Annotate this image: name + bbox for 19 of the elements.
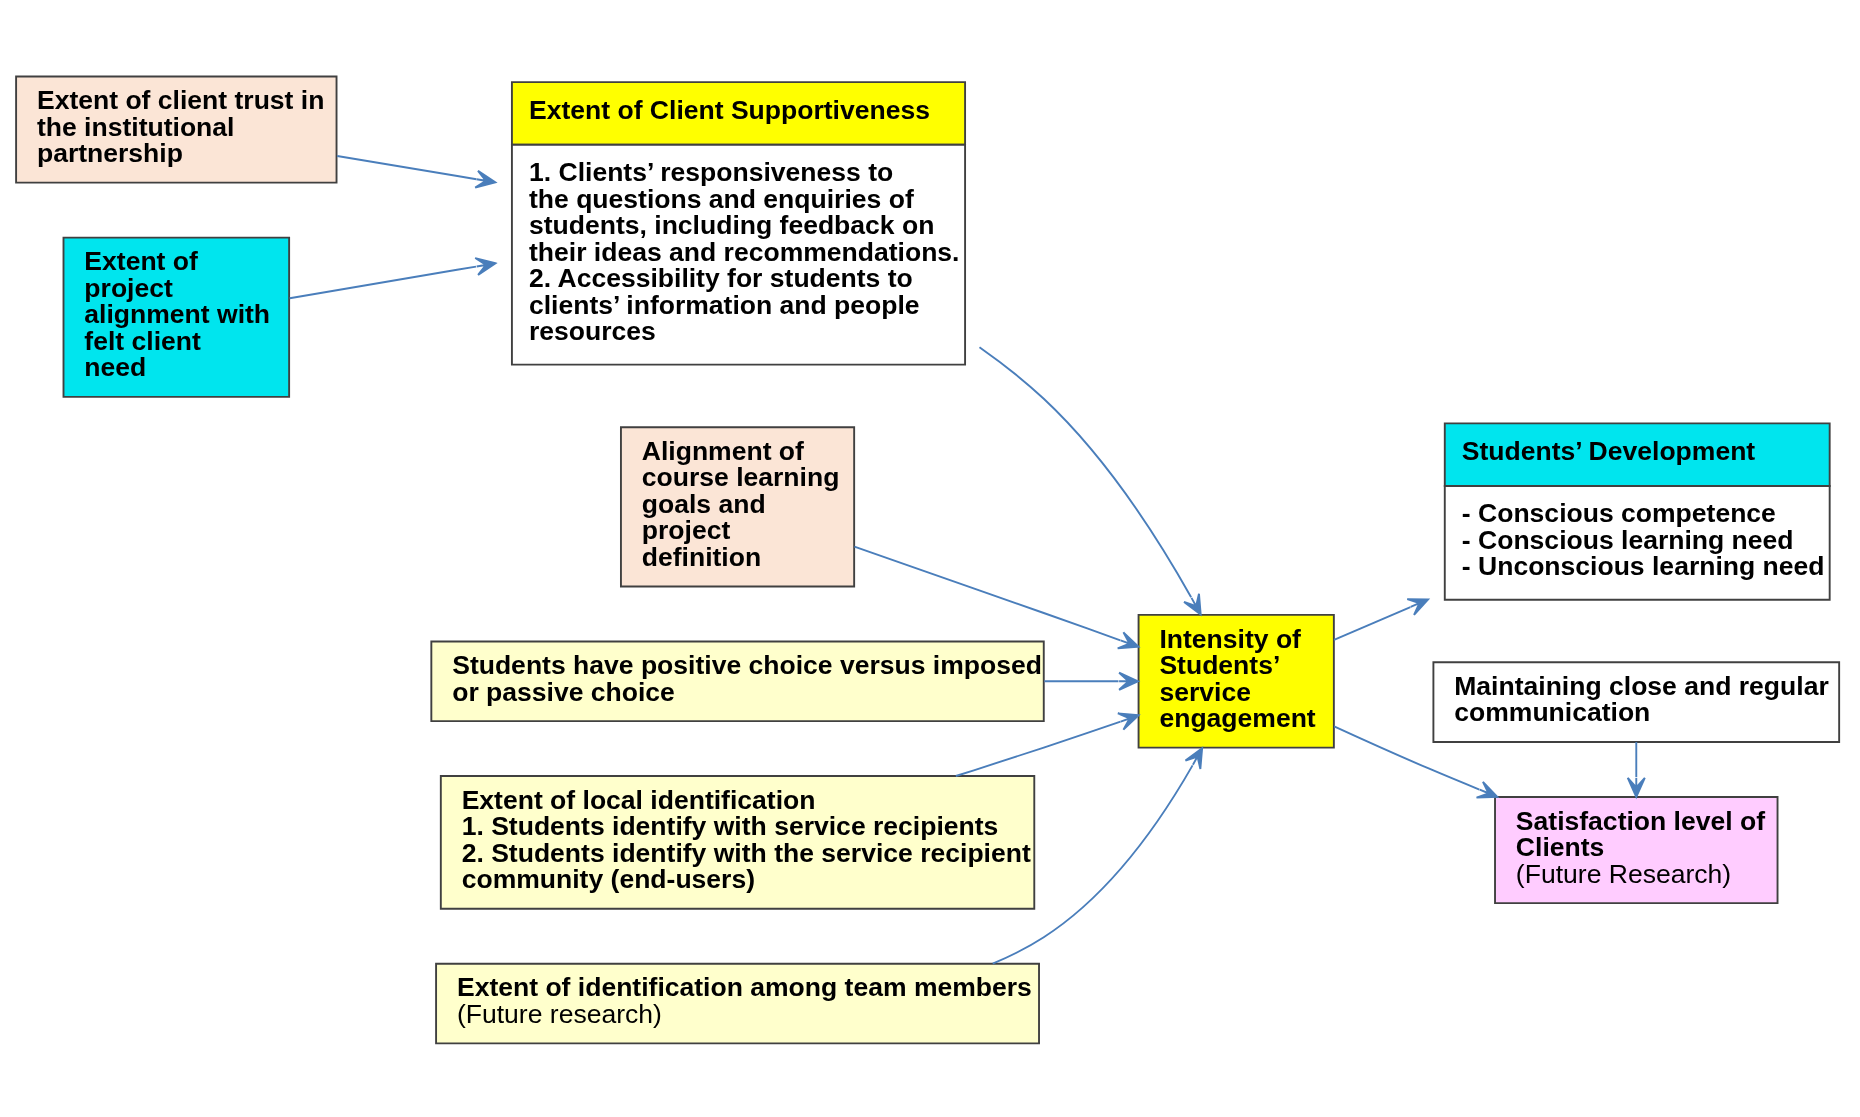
- node-box: Alignment of course learning goals and project definition: [620, 426, 856, 588]
- arrow: [978, 346, 1202, 616]
- node-box: Extent of identification among team members (Future research): [435, 962, 1040, 1045]
- node-box: Students have positive choice versus imposed or passive choice: [430, 640, 1045, 723]
- node-box: Intensity of Students’ service engagement: [1137, 613, 1335, 749]
- arrow: [954, 712, 1140, 777]
- arrow: [991, 747, 1204, 965]
- arrow: [1626, 741, 1646, 798]
- arrow: [1043, 671, 1139, 691]
- arrow: [336, 155, 497, 189]
- node-box: Extent of client trust in the institutional partnership: [15, 75, 338, 184]
- node-box: Satisfaction level of Clients (Future Research): [1494, 795, 1779, 905]
- arrow: [1333, 725, 1499, 799]
- arrow: [853, 545, 1140, 650]
- arrow: [288, 257, 497, 300]
- node-box: Maintaining close and regular communication: [1432, 661, 1841, 743]
- node-box: Extent of project alignment with felt client need: [62, 236, 291, 398]
- arrow: [1333, 598, 1429, 641]
- node-box: Extent of local identification 1. Students identify with service recipients 2. Students identify with the service recipient community (end-users): [439, 775, 1036, 910]
